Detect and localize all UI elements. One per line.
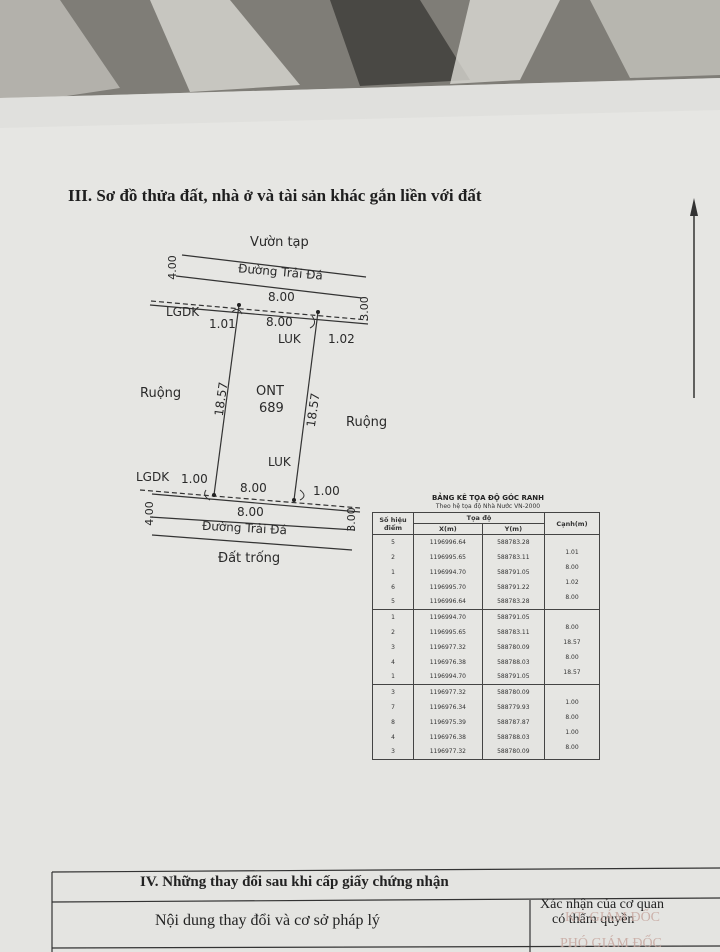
dim-corner-top-right: 1.02 <box>328 332 355 346</box>
cell-y: 588780.09 <box>481 744 546 760</box>
coordinate-table-block: BẢNG KÊ TỌA ĐỘ GÓC RANH Theo hệ tọa độ N… <box>372 494 604 767</box>
cell-edge: 8.00 <box>544 646 600 662</box>
section-iv-title: IV. Những thay đổi sau khi cấp giấy chứn… <box>140 874 449 890</box>
cell-y: 588791.05 <box>481 609 546 625</box>
cell-point: 6 <box>372 579 414 595</box>
stamp-pho-giam-doc: PHÓ GIÁM ĐỐC <box>560 936 662 951</box>
section-iii-title: III. Sơ đồ thửa đất, nhà ở và tài sản kh… <box>68 186 482 205</box>
cell-y: 588788.03 <box>481 729 546 745</box>
cell-edge: 8.00 <box>544 706 600 722</box>
authority-confirm-line-1: Xác nhận của cơ quan <box>540 897 665 912</box>
cell-point: 4 <box>372 654 414 670</box>
cell-y: 588783.28 <box>481 534 546 550</box>
cell-point: 3 <box>372 684 414 700</box>
cell-y: 588787.87 <box>481 714 546 730</box>
coordinate-table-title: BẢNG KÊ TỌA ĐỘ GÓC RANH <box>431 494 545 502</box>
cell-y: 588788.03 <box>481 654 546 670</box>
cell-point: 2 <box>372 624 414 640</box>
north-arrow-icon <box>690 198 698 398</box>
cell-edge: 18.57 <box>544 631 600 647</box>
cell-point: 3 <box>372 744 414 760</box>
label-ruong-west: Ruộng <box>140 386 182 401</box>
cell-point: 1 <box>372 564 414 580</box>
authority-confirm-header: Xác nhận của cơ quan có thẩm quyền <box>540 897 664 927</box>
change-content-header: Nội dung thay đổi và cơ sở pháp lý <box>155 912 380 929</box>
cell-point: 8 <box>372 714 414 730</box>
cell-edge: 8.00 <box>544 736 600 752</box>
cell-point: 1 <box>372 609 414 625</box>
label-dat-trong: Đất trống <box>218 551 281 566</box>
cell-edge: 1.01 <box>544 541 600 557</box>
cell-point: 2 <box>372 549 414 565</box>
cell-y: 588780.09 <box>481 639 546 655</box>
authority-confirm-line-2: có thẩm quyền <box>552 912 635 927</box>
cell-edge <box>544 751 600 767</box>
label-luk-bottom: LUK <box>268 455 291 469</box>
cell-y: 588783.11 <box>481 549 546 565</box>
dim-corner-bottom-right: 1.00 <box>313 484 340 498</box>
cell-edge: 1.00 <box>544 691 600 707</box>
cell-edge: 1.00 <box>544 721 600 737</box>
label-luk-top: LUK <box>278 332 301 346</box>
dim-corner-bottom-left: 1.00 <box>181 472 208 486</box>
cell-edge: 8.00 <box>544 586 600 602</box>
cell-y: 588791.05 <box>481 564 546 580</box>
cell-point: 5 <box>372 534 414 550</box>
col-edge: Cạnh(m) <box>544 512 600 535</box>
cell-y: 588791.22 <box>481 579 546 595</box>
dim-edge-bottom: 8.00 <box>240 481 267 495</box>
label-parcel-number: 689 <box>259 401 284 416</box>
dim-edge-top: 8.00 <box>266 315 293 329</box>
cell-point: 3 <box>372 639 414 655</box>
col-point: Số hiệu điểm <box>372 512 414 535</box>
cell-y: 588783.11 <box>481 624 546 640</box>
label-parcel-type: ONT <box>256 384 284 399</box>
cell-edge: 18.57 <box>544 661 600 677</box>
cell-edge: 8.00 <box>544 616 600 632</box>
dim-road-length-top: 8.00 <box>268 290 295 304</box>
dim-corner-top-left: 1.01 <box>209 317 236 331</box>
stamp-kt-giam-doc: KT. GIÁM ĐỐC <box>565 910 661 925</box>
cell-edge: 1.02 <box>544 571 600 587</box>
dim-road-length-bottom: 8.00 <box>237 505 264 519</box>
cell-point: 7 <box>372 699 414 715</box>
label-vuon-tap: Vườn tạp <box>250 235 309 250</box>
cell-edge: 8.00 <box>544 556 600 572</box>
cell-y: 588779.93 <box>481 699 546 715</box>
label-ruong-east: Ruộng <box>346 415 388 430</box>
cell-y: 588780.09 <box>481 684 546 700</box>
label-lgdk-bottom: LGDK <box>136 470 170 484</box>
coordinate-table-subtitle: Theo hệ tọa độ Nhà Nước VN-2000 <box>435 503 541 510</box>
label-lgdk-top: LGDK <box>166 305 200 319</box>
cell-point: 4 <box>372 729 414 745</box>
